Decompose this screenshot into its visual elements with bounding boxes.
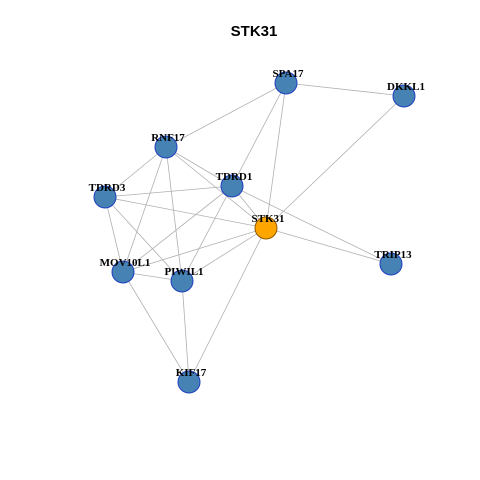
edge-stk31-piwil1 xyxy=(181,227,267,282)
edge-tdrd1-piwil1 xyxy=(181,185,233,282)
node-stk31[interactable]: STK31 xyxy=(251,213,285,240)
edge-dkkl1-stk31 xyxy=(265,95,405,229)
node-rnf17[interactable]: RNF17 xyxy=(151,132,185,159)
node-label: STK31 xyxy=(251,213,284,225)
node-circle[interactable] xyxy=(379,252,403,276)
node-trip13[interactable]: TRIP13 xyxy=(374,249,412,276)
node-label: SPA17 xyxy=(273,68,304,80)
node-mov10l1[interactable]: MOV10L1 xyxy=(100,257,151,284)
edge-tdrd3-mov10l1 xyxy=(104,196,124,273)
node-circle[interactable] xyxy=(274,71,298,95)
edge-spa17-rnf17 xyxy=(165,82,287,148)
node-spa17[interactable]: SPA17 xyxy=(273,68,304,95)
edge-tdrd1-mov10l1 xyxy=(122,185,233,273)
edge-layer xyxy=(104,82,405,383)
node-piwil1[interactable]: PIWIL1 xyxy=(164,266,204,293)
node-label: DKKL1 xyxy=(387,81,425,93)
node-circle[interactable] xyxy=(170,269,194,293)
edge-mov10l1-kif17 xyxy=(122,271,190,383)
edge-stk31-mov10l1 xyxy=(122,227,267,273)
edge-stk31-trip13 xyxy=(265,227,392,265)
edge-rnf17-tdrd3 xyxy=(104,146,167,198)
node-label: TRIP13 xyxy=(374,249,412,261)
edge-tdrd3-tdrd1 xyxy=(104,185,233,198)
edge-stk31-kif17 xyxy=(188,227,267,383)
node-circle[interactable] xyxy=(154,135,178,159)
node-label: MOV10L1 xyxy=(100,257,151,269)
edge-rnf17-tdrd1 xyxy=(165,146,233,187)
node-label: KIF17 xyxy=(176,367,207,379)
node-label: RNF17 xyxy=(151,132,185,144)
node-circle[interactable] xyxy=(93,185,117,209)
edge-spa17-tdrd1 xyxy=(231,82,287,187)
node-layer: SPA17DKKL1RNF17TDRD1TDRD3STK31TRIP13MOV1… xyxy=(89,68,425,394)
node-circle[interactable] xyxy=(254,216,278,240)
edge-spa17-dkkl1 xyxy=(285,82,405,97)
edge-tdrd3-piwil1 xyxy=(104,196,183,282)
node-tdrd3[interactable]: TDRD3 xyxy=(89,182,126,209)
edge-rnf17-piwil1 xyxy=(165,146,183,282)
node-circle[interactable] xyxy=(220,174,244,198)
node-circle[interactable] xyxy=(111,260,135,284)
node-label: TDRD1 xyxy=(216,171,253,183)
edge-tdrd3-stk31 xyxy=(104,196,267,229)
node-circle[interactable] xyxy=(177,370,201,394)
node-dkkl1[interactable]: DKKL1 xyxy=(387,81,425,108)
node-label: TDRD3 xyxy=(89,182,126,194)
edge-tdrd1-trip13 xyxy=(231,185,392,265)
edge-piwil1-kif17 xyxy=(181,280,190,383)
edge-rnf17-mov10l1 xyxy=(122,146,167,273)
node-circle[interactable] xyxy=(392,84,416,108)
edge-spa17-stk31 xyxy=(265,82,287,229)
node-kif17[interactable]: KIF17 xyxy=(176,367,207,394)
node-tdrd1[interactable]: TDRD1 xyxy=(216,171,253,198)
diagram-title: STK31 xyxy=(231,23,278,40)
node-label: PIWIL1 xyxy=(164,266,203,278)
